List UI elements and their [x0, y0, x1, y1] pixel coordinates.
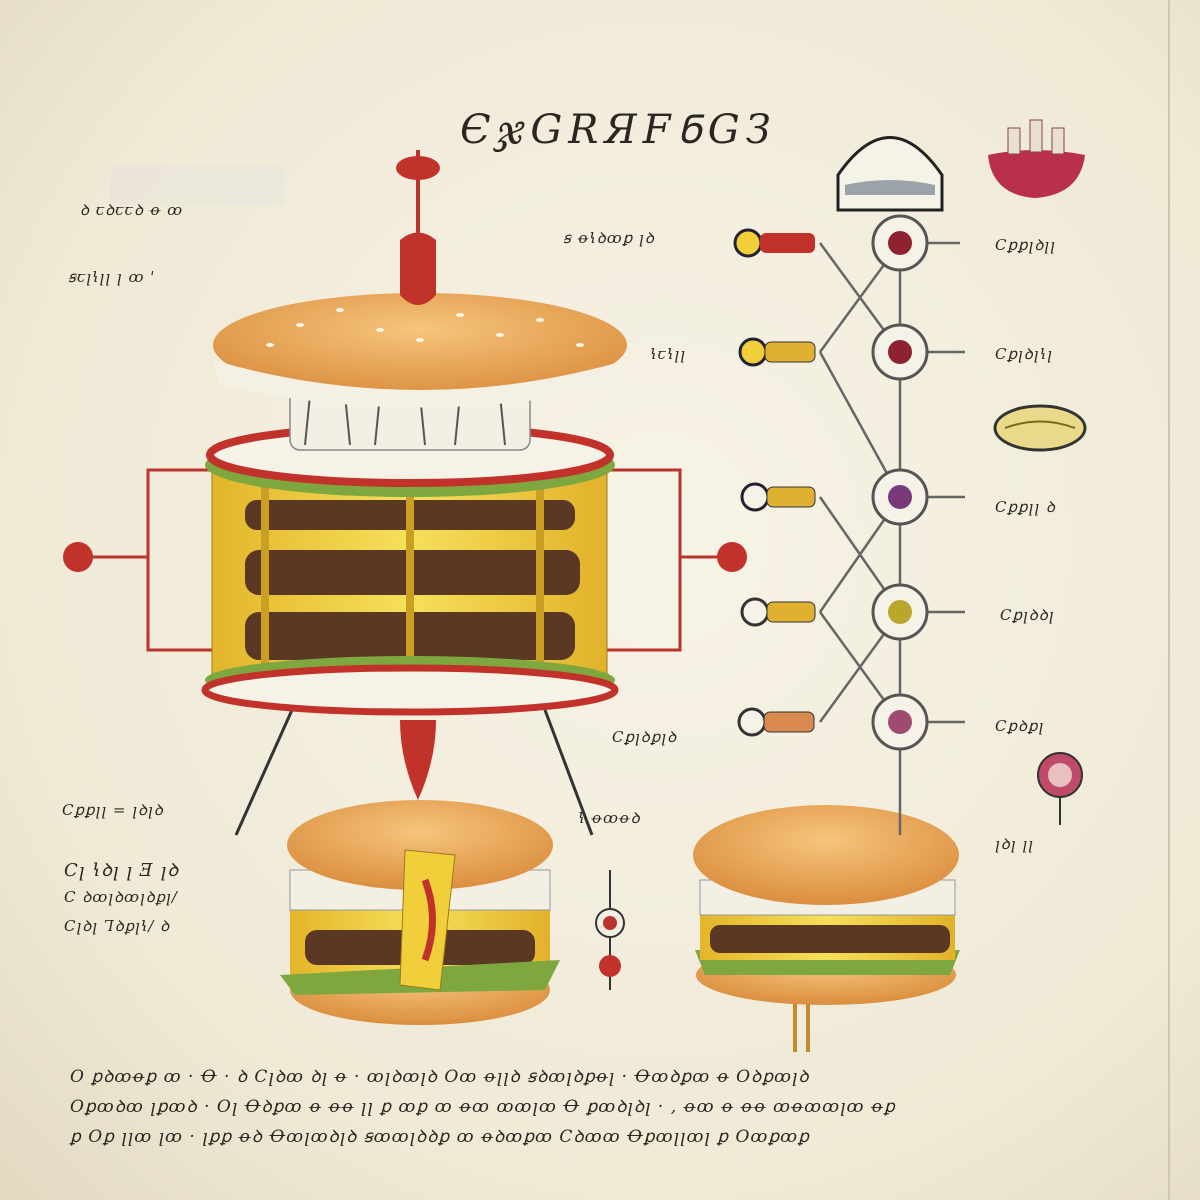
burger-legs [234, 709, 594, 836]
small-valve [595, 870, 625, 990]
label-right-3: Cꝑꝑꞁꞁ ꝺ [995, 498, 1056, 516]
label-bottom-key: Cꝑꞁꝺꝑꞁꝺ [612, 728, 678, 746]
key-components [733, 228, 816, 737]
label-right-4: Cꝑꞁꝺꝺꞁ [1000, 606, 1055, 624]
dome-specimen [836, 136, 944, 212]
cutaway-burger [280, 800, 560, 1025]
label-mid-key: ꝇꞇꝇꞁꞁ [650, 345, 687, 363]
label-right-6: ꞁꝺꞁ ꞁꞁ [995, 835, 1034, 853]
right-red-node [717, 542, 747, 572]
label-lower-mid: ꝇ ꝋꝏꝋꝺ [578, 809, 641, 827]
network-nodes [871, 214, 929, 751]
paragraph-line-3: ꝑ Oꝑ ꞁꞁꝏ ꞁꝏ · ꞁꝑꝑ ꝋꝺ Ꝋꝏꞁꝏꝺꞁꝺ ꞩꝏꝏꞁꝺꝺꝑ ꝏ ꝋ… [70, 1127, 810, 1147]
page-edge [1168, 0, 1170, 1200]
seed-specimen [993, 404, 1087, 452]
label-right-1: Cꝑꝑꞁꝺꞁꞁ [995, 236, 1056, 254]
label-top-left-1: ꝺ ꞇꝺꞇꞇꝺ ꝋ ꝏ [80, 201, 184, 219]
label-left-bottom-2: Cꞁ ꝇꝺꞁ ꞁ Ǝ ꞁꝺ [64, 860, 180, 881]
red-pot-specimen [988, 119, 1085, 198]
paragraph-line-2: Oꝑꝏꝺꝏ ꞁꝑꝏꝺ · Oꞁ Ꝋꝺꝑꝏ ꝋ ꝋꝋ ꞁꞁ ꝑ ꝏꝑ ꝏ ꝋꝏ ꝏ… [70, 1097, 896, 1117]
label-right-2: Cꝑꞁꝺꞁꝇꞁ [995, 345, 1053, 363]
stacked-burger [693, 805, 960, 1052]
label-center-note: ꞩ ꝋꝇꝺꝏꝑ ꞁꝺ [563, 229, 655, 247]
flower-specimen [1037, 752, 1083, 825]
label-top-left-2: ꞩꞇꞁꝇꞁꞁ ꞁ ꝏ ꞌ [68, 268, 156, 286]
faded-stamp [110, 165, 285, 205]
label-left-bottom-4: Cꞁꝺꞁ Ꞁꝺꝑꞁꝇ/ ꝺ [64, 917, 171, 935]
page-title: ЄჯGRЯFᲜGЗ [460, 107, 777, 153]
label-left-bottom-3: C ꝺꝏꞁꝺꝏꞁꝺꝑꞁ/ [64, 888, 178, 906]
label-left-bottom-1: Cꝑꝑꞁꞁ = ꞁꝺꞁꝺ [62, 801, 164, 819]
left-red-node [63, 542, 93, 572]
big-burger [201, 150, 627, 800]
label-right-5: Cꝑꝺꝑꞁ [995, 717, 1045, 735]
paragraph-line-1: O ꝑꝺꝏꝋꝑ ꝏ · Ꝋ · ꝺ Cꞁꝺꝏ ꝺꞁ ꝋ · ꝏꞁꝺꝏꞁꝺ Oꝏ … [70, 1067, 810, 1087]
